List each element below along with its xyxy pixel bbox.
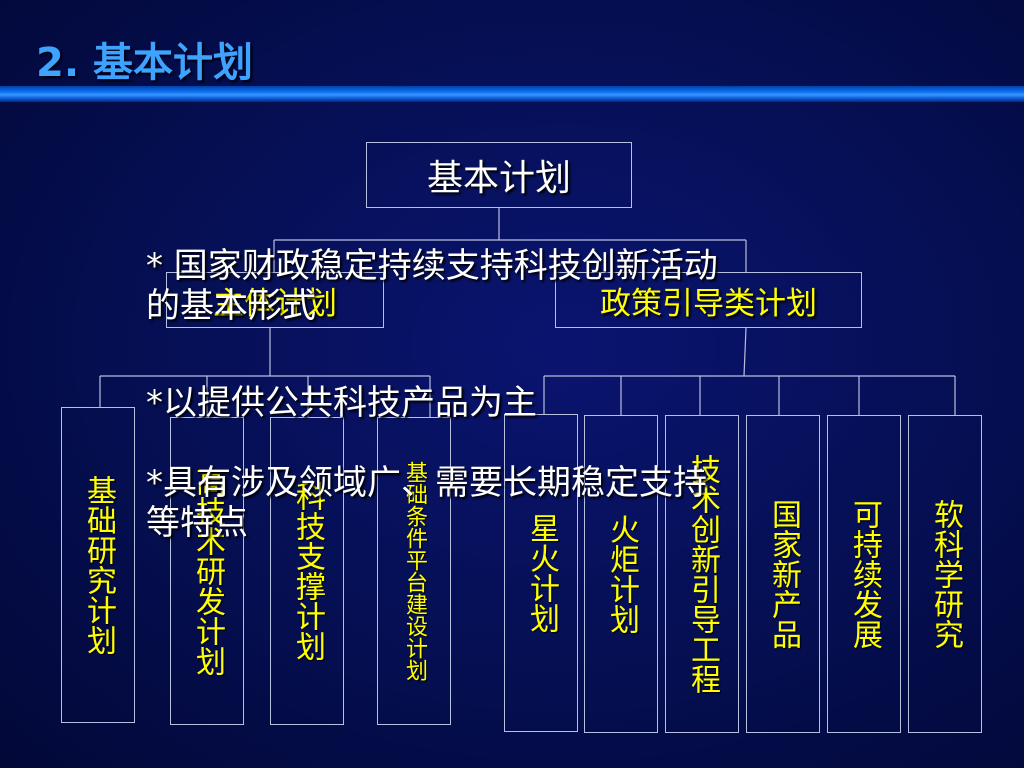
bullet-1: * 国家财政稳定持续支持科技创新活动 的基本形式 bbox=[146, 246, 718, 326]
leaf-node-label: 可持续发展 bbox=[847, 499, 882, 649]
leaf-node-torch: 火炬计划 bbox=[584, 415, 658, 733]
bullet-1-line-2: 的基本形式 bbox=[146, 286, 316, 326]
branch-node-main: 主体计划 bbox=[166, 272, 384, 328]
leaf-node-label: 基础条件平台建设计划 bbox=[402, 461, 427, 681]
leaf-node-high-tech: 高技术研发计划 bbox=[170, 417, 244, 725]
bullet-2: *以提供公共科技产品为主 bbox=[146, 383, 537, 423]
connector-right-down bbox=[743, 327, 747, 377]
branch-node-policy: 政策引导类计划 bbox=[555, 272, 862, 328]
leaf-node-label: 国家新产品 bbox=[766, 499, 801, 649]
leaf-node-innovation: 技术创新引导工程 bbox=[665, 415, 739, 733]
root-node: 基本计划 bbox=[366, 142, 632, 208]
leaf-node-soft-science: 软科学研究 bbox=[908, 415, 982, 733]
bullet-3-line-1: *具有涉及领域广、需要长期稳定支持 bbox=[146, 463, 707, 503]
bullet-1-line-1: * 国家财政稳定持续支持科技创新活动 bbox=[146, 246, 718, 286]
slide-title: 2. 基本计划 bbox=[36, 40, 253, 86]
branch-node-main-label: 主体计划 bbox=[213, 285, 337, 322]
leaf-node-tech-support: 科技支撑计划 bbox=[270, 417, 344, 725]
branch-node-policy-label: 政策引导类计划 bbox=[600, 285, 817, 322]
leaf-node-new-product: 国家新产品 bbox=[746, 415, 820, 733]
leaf-node-label: 火炬计划 bbox=[604, 514, 639, 634]
leaf-node-label: 高技术研发计划 bbox=[190, 466, 225, 676]
leaf-node-basic-research: 基础研究计划 bbox=[61, 407, 135, 723]
bullet-3: *具有涉及领域广、需要长期稳定支持 等特点 bbox=[146, 463, 707, 543]
bullet-3-line-2: 等特点 bbox=[146, 503, 248, 543]
leaf-node-sustainable: 可持续发展 bbox=[827, 415, 901, 733]
leaf-node-label: 星火计划 bbox=[524, 513, 559, 633]
leaf-node-spark: 星火计划 bbox=[504, 414, 578, 732]
leaf-node-platform: 基础条件平台建设计划 bbox=[377, 417, 451, 725]
header-band bbox=[0, 86, 1024, 102]
leaf-node-label: 基础研究计划 bbox=[81, 475, 116, 655]
leaf-node-label: 技术创新引导工程 bbox=[685, 454, 720, 694]
leaf-node-label: 软科学研究 bbox=[928, 499, 963, 649]
leaf-node-label: 科技支撑计划 bbox=[290, 481, 325, 661]
bullet-2-line-1: *以提供公共科技产品为主 bbox=[146, 383, 537, 423]
root-node-label: 基本计划 bbox=[426, 158, 571, 199]
